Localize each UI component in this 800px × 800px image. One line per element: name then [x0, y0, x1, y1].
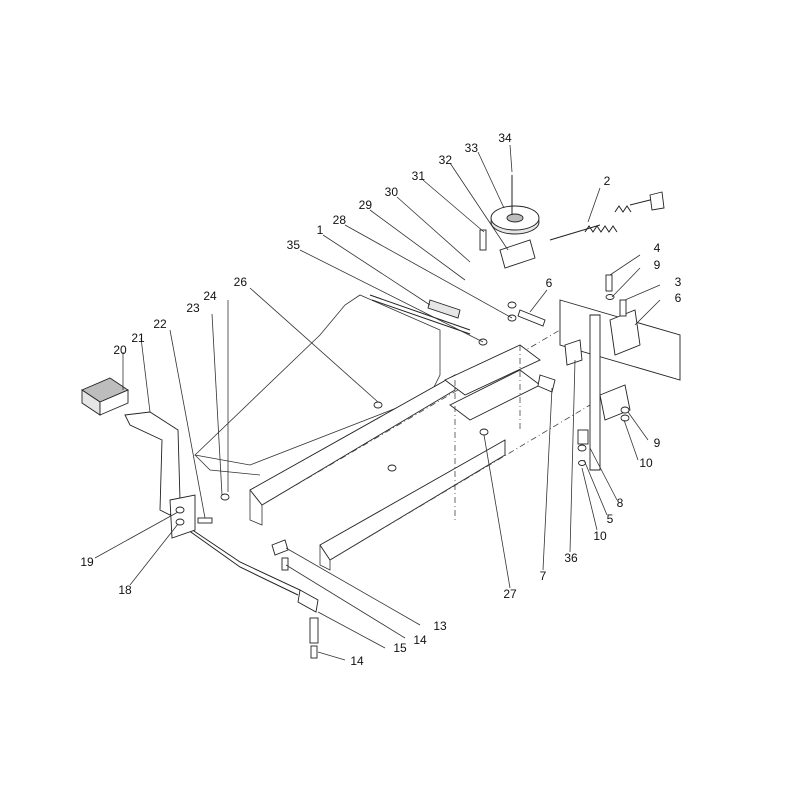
part-label-9a: 9: [654, 258, 661, 272]
part-label-29: 29: [359, 198, 373, 212]
part-label-8: 8: [617, 496, 624, 510]
part-label-21: 21: [131, 331, 145, 345]
spring: [549, 191, 665, 241]
part-label-6a: 6: [546, 276, 553, 290]
part-label-32: 32: [439, 153, 453, 167]
part-label-24: 24: [203, 289, 217, 303]
part-label-30: 30: [385, 185, 399, 199]
part-label-35: 35: [287, 238, 301, 252]
part-label-3: 3: [675, 275, 682, 289]
part-label-14a: 14: [413, 633, 427, 647]
part-label-20: 20: [113, 343, 127, 357]
part-label-6b: 6: [675, 291, 682, 305]
leader-lines: [94, 144, 661, 661]
idler-pulley: [490, 175, 540, 269]
part-label-34: 34: [498, 131, 512, 145]
part-label-18: 18: [118, 583, 132, 597]
part-label-28: 28: [333, 213, 347, 227]
rod: [369, 294, 471, 335]
part-label-19: 19: [80, 555, 94, 569]
part-label-10a: 10: [639, 456, 653, 470]
part-label-36: 36: [564, 551, 578, 565]
part-label-1: 1: [317, 223, 324, 237]
deck-outline: [194, 294, 441, 476]
linkage-rod: [184, 524, 319, 659]
part-label-5: 5: [607, 512, 614, 526]
part-label-9b: 9: [654, 436, 661, 450]
part-label-4: 4: [654, 241, 661, 255]
brake-pedal: [81, 377, 230, 539]
part-labels: 34 33 32 31 30 29 28 1 35 26 24 23 22 21…: [80, 131, 681, 668]
part-label-15: 15: [393, 641, 407, 655]
part-label-33: 33: [465, 141, 479, 155]
part-label-7: 7: [540, 569, 547, 583]
part-label-23: 23: [186, 301, 200, 315]
part-label-31: 31: [412, 169, 426, 183]
part-label-27: 27: [503, 587, 517, 601]
part-label-22: 22: [153, 317, 167, 331]
frame-rail-rear: [319, 314, 601, 571]
part-label-26: 26: [234, 275, 248, 289]
part-label-14b: 14: [350, 654, 364, 668]
part-label-10b: 10: [593, 529, 607, 543]
cross-member: [444, 344, 541, 520]
part-label-13: 13: [433, 619, 447, 633]
part-label-2: 2: [604, 174, 611, 188]
